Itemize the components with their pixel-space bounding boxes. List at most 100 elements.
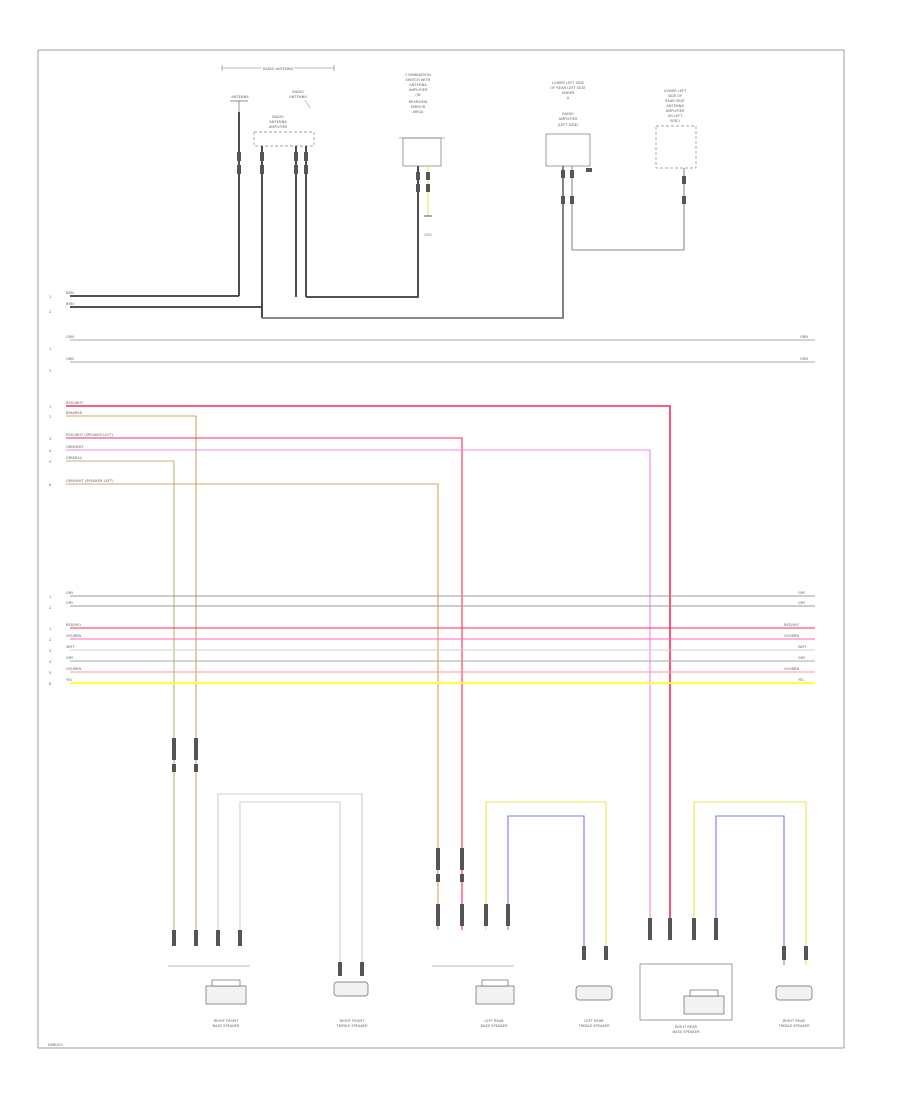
wire-c2-label: BRN/RED xyxy=(66,411,83,415)
unit-c-line-7: (LEFT SIDE) xyxy=(558,123,579,127)
bus-c1-label: RED/VIO xyxy=(66,623,81,627)
speaker-rr-bass-label-1: RIGHT REAR xyxy=(675,1025,698,1029)
bus-c6-label: YEL xyxy=(66,678,72,682)
wire-c6-label: GRN/WHT (SPEAKER LEFT) xyxy=(66,479,114,483)
speaker-right-rear-bass: RIGHT REAR BASS SPEAKER xyxy=(639,963,733,1034)
unit-c-line-2: OF REAR LEFT SEAT xyxy=(550,86,586,90)
diagram-frame xyxy=(37,49,845,1049)
module-a-line-1: RADIO xyxy=(272,115,284,119)
bus-gray-2-right: GRY xyxy=(798,601,806,605)
bus-c5-id: 5 xyxy=(49,671,51,675)
speaker-right-rear-treble: RIGHT REAR TREBLE SPEAKER xyxy=(775,985,813,1028)
wire-c1-label: RED/WHT xyxy=(66,401,84,405)
bus-c4-right: GRY xyxy=(798,656,806,660)
bus-c6-id: 6 xyxy=(49,682,52,686)
antenna-right: RADIO ANTENNA xyxy=(289,90,311,109)
header-bracket-label: RADIO ANTENNA xyxy=(263,67,294,71)
speaker-rf-bass-label-1: RIGHT FRONT xyxy=(214,1019,239,1023)
combination-switch-unit: COMBINATION SWITCH WITH ANTENNA AMPLIFIE… xyxy=(399,73,445,167)
wire-top-2-label: BRN xyxy=(66,302,74,306)
unit-d-line-2: SIDE OF xyxy=(668,94,682,98)
wire-mid-1-label: GRN xyxy=(66,335,74,339)
header-bracket: RADIO ANTENNA xyxy=(221,65,335,73)
wire-c5-id: 5 xyxy=(49,460,51,464)
speaker-rr-treble-label-2: TREBLE SPEAKER xyxy=(777,1024,810,1028)
module-a-line-2: ANTENNA xyxy=(269,120,287,124)
bus-c2-id: 2 xyxy=(49,638,51,642)
wire-c4-id: 4 xyxy=(49,449,52,453)
gray-bus: 1 GRY GRY 2 GRY GRY xyxy=(49,591,815,610)
antenna-right-line-1: RADIO xyxy=(292,90,304,94)
bus-gray-1-id: 1 xyxy=(49,595,51,599)
wire-mid-2-id: 2 xyxy=(49,369,51,373)
unit-b-line-3: ANTENNA xyxy=(409,83,427,87)
speaker-lr-treble-label-2: TREBLE SPEAKER xyxy=(577,1024,610,1028)
bus-c2-right: VIO/BRN xyxy=(784,634,800,638)
bus-c3-id: 3 xyxy=(49,649,51,653)
speaker-right-front-treble: RIGHT FRONT TREBLE SPEAKER xyxy=(333,981,369,1028)
unit-b-line-4: AMPLIFIER xyxy=(409,88,428,92)
wire-top-1-label: BRN xyxy=(66,291,74,295)
unit-b-line-6: REARVIEW xyxy=(409,100,428,104)
footer-code: NSBU03 xyxy=(48,1043,63,1047)
bus-gray-2-label: GRY xyxy=(66,601,74,605)
speaker-rf-treble-label-2: TREBLE SPEAKER xyxy=(335,1024,368,1028)
wire-c6-id: 6 xyxy=(49,483,52,487)
bus-c1-id: 1 xyxy=(49,627,51,631)
speaker-lr-treble-label-1: LEFT REAR xyxy=(584,1019,604,1023)
colored-bus: 1 RED/VIO RED/VIO 2 VIO/BRN VIO/BRN 3 WH… xyxy=(49,623,815,686)
bus-c2-label: VIO/BRN xyxy=(66,634,82,638)
bus-c4-id: 4 xyxy=(49,660,52,664)
unit-c-line-6: AMPLIFIER xyxy=(559,117,578,121)
bus-c4-label: GRY xyxy=(66,656,74,660)
unit-b-line-2: SWITCH WITH xyxy=(406,78,431,82)
bus-c3-right: WHT xyxy=(798,645,807,649)
bus-gray-1-right: GRY xyxy=(798,591,806,595)
antenna-right-line-2: ANTENNA xyxy=(289,95,307,99)
speaker-lr-bass-label-2: BASS SPEAKER xyxy=(481,1024,508,1028)
unit-d-line-4: ANTENNA xyxy=(666,104,684,108)
speaker-wiring xyxy=(172,738,808,976)
speaker-rf-bass-label-2: BASS SPEAKER xyxy=(213,1024,240,1028)
bus-gray-1-label: GRY xyxy=(66,591,74,595)
unit-c-line-3: UNDER xyxy=(562,91,575,95)
unit-c-line-1: LOWER LEFT SIDE xyxy=(552,81,585,85)
unit-b-line-5: (IN xyxy=(415,93,420,97)
wire-top-2-id: 2 xyxy=(49,310,51,314)
wire-top-1-id: 1 xyxy=(49,295,51,299)
wire-mid-1-id: 1 xyxy=(49,347,51,351)
unit-c-line-4: A xyxy=(567,96,570,100)
wire-c1-id: 1 xyxy=(49,405,51,409)
speaker-rr-treble-label-1: RIGHT REAR xyxy=(783,1019,806,1023)
antenna-left: ANTENNA xyxy=(230,95,249,112)
unit-d-line-6: (IN LEFT xyxy=(668,114,684,118)
bus-c5-right: VIO/BRN xyxy=(784,667,800,671)
speaker-lr-bass-label-1: LEFT REAR xyxy=(484,1019,504,1023)
unit-d-line-3: REAR SEAT xyxy=(665,99,686,103)
top-wiring: G20 1 BRN 2 BRN xyxy=(49,112,686,319)
wire-c4-label: GRN/WHT xyxy=(66,445,84,449)
wire-c3-id: 3 xyxy=(49,437,51,441)
bus-gray-2-id: 2 xyxy=(49,606,51,610)
unit-b-line-1: COMBINATION xyxy=(405,73,431,77)
bus-c3-label: WHT xyxy=(66,645,75,649)
bus-c6-right: YEL xyxy=(798,678,804,682)
speaker-rr-bass-label-2: BASS SPEAKER xyxy=(673,1030,700,1034)
module-a-line-3: AMPLIFIER xyxy=(269,125,288,129)
unit-b-line-7: MIRROR xyxy=(411,105,426,109)
unit-c-line-5: RADIO xyxy=(562,112,574,116)
wire-c2-id: 2 xyxy=(49,415,51,419)
speaker-right-front-bass: RIGHT FRONT BASS SPEAKER xyxy=(168,965,250,1028)
bus-c1-right: RED/VIO xyxy=(784,623,799,627)
radio-antenna-amplifier-module: RADIO ANTENNA AMPLIFIER xyxy=(253,115,315,147)
unit-b-line-8: AREA) xyxy=(412,110,424,114)
unit-d-line-7: SIDE) xyxy=(670,119,680,123)
antenna-amplifier-left-unit: LOWER LEFT SIDE OF REAR SEAT ANTENNA AMP… xyxy=(655,89,697,169)
unit-d-line-1: LOWER LEFT xyxy=(664,89,687,93)
speaker-rf-treble-label-1: RIGHT FRONT xyxy=(340,1019,365,1023)
bus-c5-label: VIO/BRN xyxy=(66,667,82,671)
speaker-left-rear-treble: LEFT REAR TREBLE SPEAKER xyxy=(575,985,613,1028)
ground-label: G20 xyxy=(424,233,432,237)
radio-amplifier-left-unit: LOWER LEFT SIDE OF REAR LEFT SEAT UNDER … xyxy=(545,81,591,167)
